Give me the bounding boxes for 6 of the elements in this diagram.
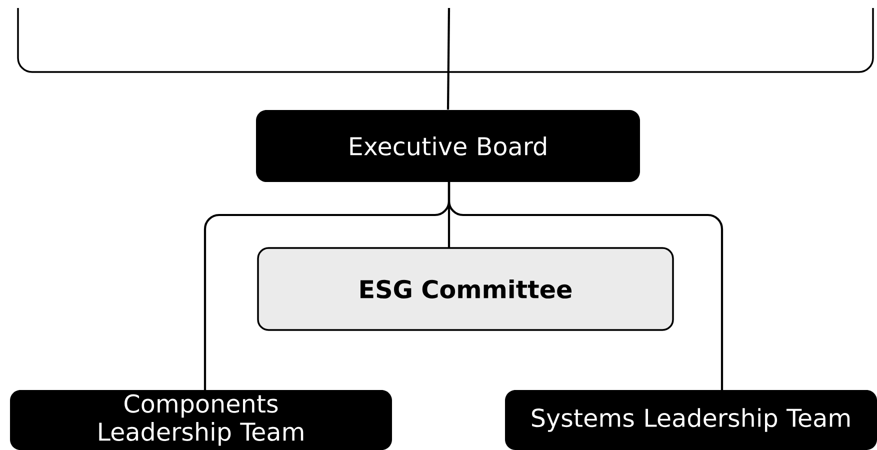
- team-box: Systems Leadership Team: [505, 390, 877, 450]
- team-box: Components Leadership Team: [10, 390, 392, 450]
- connector-line: [446, 8, 450, 110]
- team-box: Executive Board: [256, 110, 640, 182]
- connector-line: [448, 182, 724, 390]
- committee-box: ESG Committee: [257, 247, 674, 331]
